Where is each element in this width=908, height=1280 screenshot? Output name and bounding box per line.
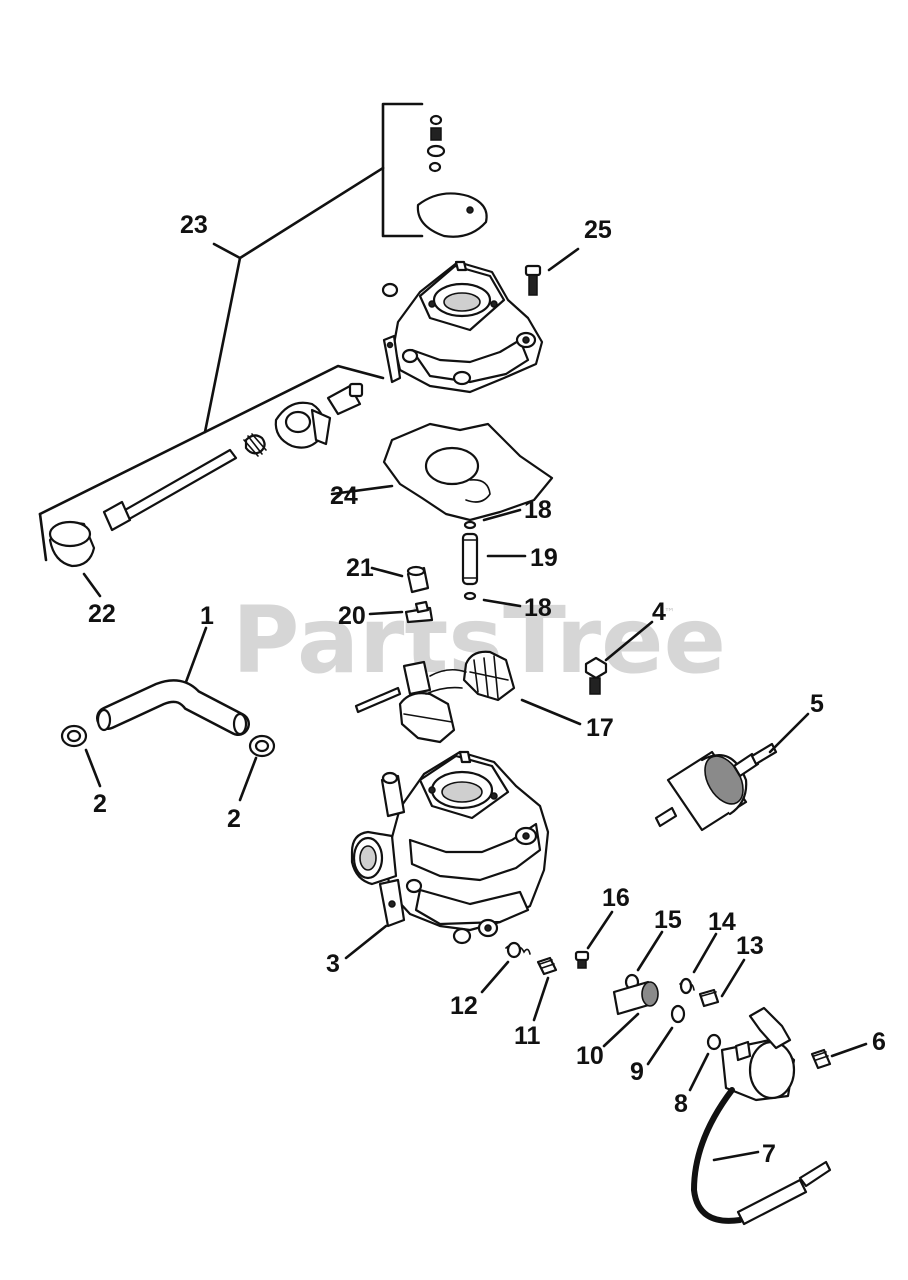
callout-20: 20 xyxy=(338,602,366,630)
callout-3: 3 xyxy=(326,950,340,978)
part-21 xyxy=(370,565,430,594)
callout-9: 9 xyxy=(630,1058,644,1086)
screw-6 xyxy=(810,1042,868,1070)
lower-carburetor-body-3 xyxy=(344,750,550,960)
callout-2-left: 2 xyxy=(93,790,107,818)
kit-23-bracket xyxy=(38,102,424,562)
fuel-hose-1 xyxy=(96,626,250,736)
callout-19: 19 xyxy=(530,544,558,572)
screw-11 xyxy=(532,956,558,1022)
upper-carburetor-body xyxy=(381,260,544,394)
callout-10: 10 xyxy=(576,1042,604,1070)
callout-23: 23 xyxy=(180,211,208,239)
callout-7: 7 xyxy=(762,1140,776,1168)
callout-24: 24 xyxy=(330,482,358,510)
callout-11: 11 xyxy=(514,1022,541,1050)
callout-14: 14 xyxy=(708,908,736,936)
callout-4: 4 xyxy=(652,598,666,626)
hose-clamp-2-right xyxy=(238,734,276,802)
callout-15: 15 xyxy=(654,906,682,934)
needle-19-with-orings-18 xyxy=(461,508,527,608)
callout-18-bottom: 18 xyxy=(524,594,552,622)
cap-22 xyxy=(48,520,102,598)
callout-13: 13 xyxy=(736,932,764,960)
screw-16 xyxy=(574,910,614,969)
kit-small-parts xyxy=(416,114,488,238)
screw-13 xyxy=(698,958,746,1008)
callout-22: 22 xyxy=(88,600,116,628)
part-20 xyxy=(368,600,434,624)
callout-21: 21 xyxy=(346,554,374,582)
callout-labels: 1 2 2 3 4 5 6 7 8 9 10 11 12 13 14 15 16… xyxy=(88,211,886,1168)
spring-12 xyxy=(480,941,531,994)
callout-1: 1 xyxy=(200,602,214,630)
fuel-filter-5 xyxy=(654,712,810,832)
callout-12: 12 xyxy=(450,992,478,1020)
callout-5: 5 xyxy=(810,690,824,718)
hose-clamp-2-left xyxy=(60,724,102,788)
callout-17: 17 xyxy=(586,714,614,742)
callout-8: 8 xyxy=(674,1090,688,1118)
bolt-4 xyxy=(584,620,654,695)
trademark-symbol: ™ xyxy=(664,606,675,619)
solenoid-7 xyxy=(690,1006,832,1226)
o-ring-15 xyxy=(624,930,664,991)
gasket-24 xyxy=(330,422,554,522)
callout-18-top: 18 xyxy=(524,496,552,524)
callout-16: 16 xyxy=(602,884,630,912)
float-17 xyxy=(354,650,582,744)
screw-25 xyxy=(524,247,580,296)
ball-8 xyxy=(688,1033,722,1092)
callout-2-right: 2 xyxy=(227,805,241,833)
choke-shaft-assembly xyxy=(102,382,364,532)
spring-14 xyxy=(679,932,718,995)
o-ring-9 xyxy=(646,1004,686,1066)
callout-25: 25 xyxy=(584,216,612,244)
callout-6: 6 xyxy=(872,1028,886,1056)
bushing-10 xyxy=(602,980,659,1048)
